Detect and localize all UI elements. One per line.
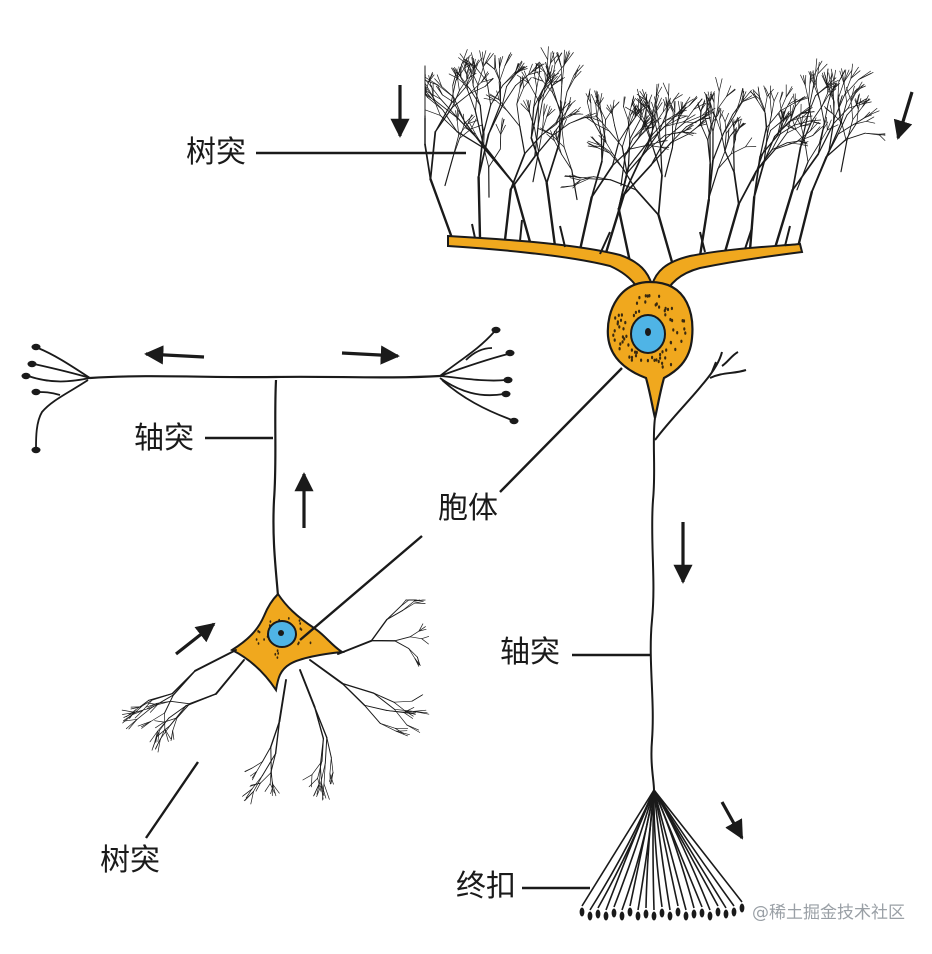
right-soma: [608, 282, 693, 418]
label-dendrite-bottom: 树突: [100, 846, 160, 876]
right-axon: [651, 352, 746, 790]
watermark: @稀土掘金技术社区: [752, 905, 905, 922]
arrow-into-soma: [176, 624, 214, 654]
label-axon-left: 轴突: [134, 424, 194, 454]
right-axon-terminals: [580, 790, 745, 921]
right-dendritic-tree: [425, 47, 885, 262]
label-axon-right: 轴突: [500, 638, 560, 668]
left-axon-collaterals: [22, 327, 519, 453]
left-axon: [90, 376, 440, 596]
leader-dendrite-bottom: [146, 762, 198, 838]
left-soma: [232, 594, 342, 690]
label-soma: 胞体: [438, 494, 498, 524]
label-terminal: 终扣: [456, 872, 516, 902]
right-dendrite-trunks: [448, 220, 802, 298]
leader-soma-left: [300, 536, 422, 640]
arrow-left: [146, 354, 204, 357]
leader-soma-right: [500, 368, 622, 492]
arrow-down-top-right: [898, 92, 912, 138]
leader-lines: [146, 153, 651, 888]
arrow-right: [342, 353, 398, 356]
arrow-down-terminal: [722, 802, 742, 838]
label-dendrite-top: 树突: [186, 138, 246, 168]
